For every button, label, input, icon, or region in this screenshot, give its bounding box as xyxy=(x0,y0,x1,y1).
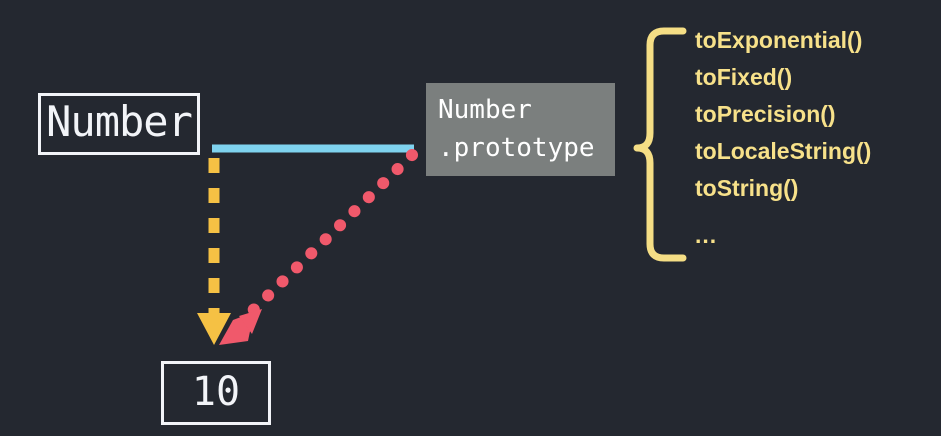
proto-lookup-arrowhead-tail-icon xyxy=(239,309,262,334)
prototype-label-line1: Number xyxy=(438,95,532,125)
method-item: toString() xyxy=(695,175,799,201)
method-item: toPrecision() xyxy=(695,101,836,127)
number-instance-label: 10 xyxy=(191,369,241,415)
number-instance-box[interactable]: 10 xyxy=(161,361,271,425)
method-item-ellipsis: ... xyxy=(695,222,718,248)
number-constructor-box[interactable]: Number xyxy=(38,93,200,155)
instantiation-arrowhead-icon xyxy=(197,313,231,345)
number-prototype-box[interactable]: Number .prototype xyxy=(426,83,615,176)
prototype-method-list: toExponential() toFixed() toPrecision() … xyxy=(695,22,935,254)
method-item: toExponential() xyxy=(695,27,863,53)
method-item: toLocaleString() xyxy=(695,138,872,164)
proto-lookup-link-line xyxy=(237,149,418,326)
number-constructor-label: Number xyxy=(46,97,193,146)
method-group-brace-icon xyxy=(633,27,687,262)
proto-lookup-arrowhead-icon xyxy=(219,312,254,345)
prototype-label-line2: .prototype xyxy=(438,133,595,163)
method-item: toFixed() xyxy=(695,64,793,90)
